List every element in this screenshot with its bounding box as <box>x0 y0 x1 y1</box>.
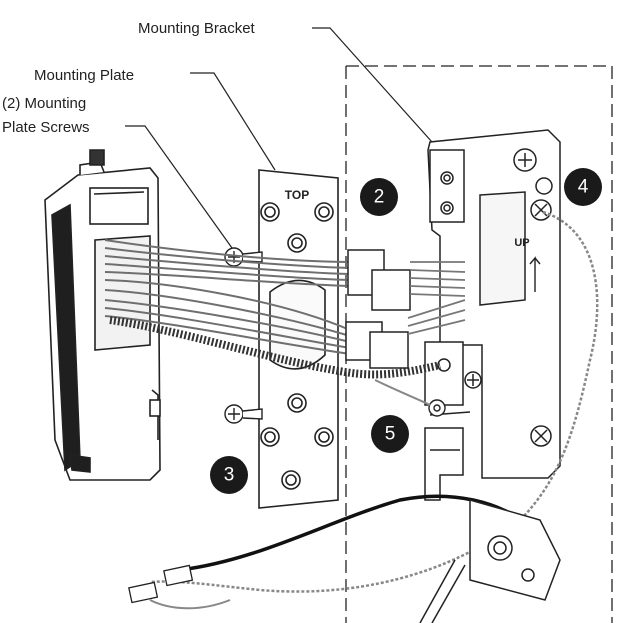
callout-2: 2 <box>360 178 398 216</box>
svg-text:4: 4 <box>578 177 589 198</box>
label-screws-line1: (2) Mounting <box>2 95 86 112</box>
mounting-bracket <box>424 129 561 501</box>
up-arrow-icon <box>529 256 541 292</box>
callout-4: 4 <box>564 168 602 206</box>
label-mounting-plate: Mounting Plate <box>34 67 134 84</box>
wire-bundle <box>104 239 351 355</box>
connector-lower <box>345 299 466 369</box>
callout-5: 5 <box>371 415 409 453</box>
ring-terminal <box>374 379 446 417</box>
label-screws-line2: Plate Screws <box>2 119 90 136</box>
braided-cable <box>109 316 441 379</box>
plate-stamp-top: TOP <box>285 188 309 202</box>
label-mounting-bracket: Mounting Bracket <box>138 20 256 37</box>
bracket-stamp-up: UP <box>514 237 529 249</box>
module-housing <box>44 149 161 481</box>
lower-bracket <box>419 499 561 623</box>
ground-wire <box>149 210 599 593</box>
leader-lines <box>125 27 433 249</box>
svg-text:2: 2 <box>374 187 385 208</box>
connector-upper <box>347 249 466 311</box>
plate-screw-bottom <box>224 404 263 424</box>
svg-text:5: 5 <box>385 424 396 445</box>
plug-connectors <box>128 564 231 610</box>
callout-3: 3 <box>210 456 248 494</box>
svg-text:3: 3 <box>224 465 235 486</box>
